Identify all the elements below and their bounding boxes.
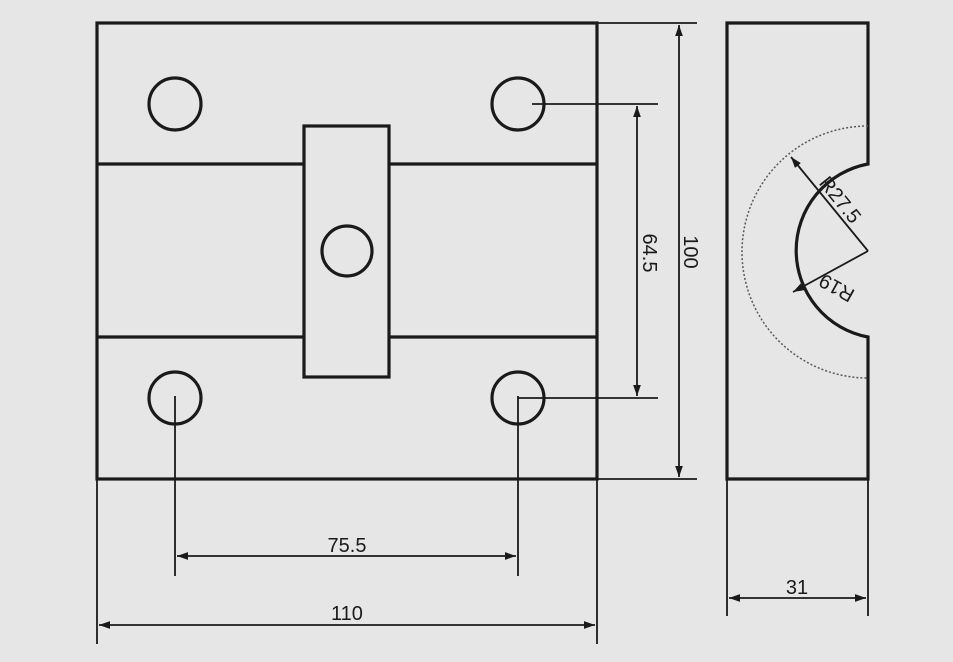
center-block [302, 124, 391, 379]
side-view-outline [725, 21, 870, 481]
dimension-label: 100 [679, 235, 701, 268]
radius-r27-5: R27.5 [790, 156, 869, 252]
radius-label: R27.5 [814, 173, 865, 228]
dimension-label: 75.5 [328, 535, 367, 557]
dimension-110: 110 [96, 479, 598, 644]
hole-top-left [147, 76, 203, 132]
hidden-outer-arc [741, 125, 869, 379]
dimension-label: 110 [331, 603, 363, 625]
front-view [95, 21, 599, 481]
dimension-label: 31 [786, 577, 808, 599]
leader-line [792, 250, 869, 293]
dimension-100: 100 [597, 22, 701, 480]
dimension-75-5: 75.5 [174, 396, 519, 576]
center-hole [320, 224, 374, 278]
front-view-outline [95, 21, 599, 481]
dimension-64-5: 64.5 [518, 103, 660, 399]
dimension-label: 64.5 [638, 234, 660, 273]
radius-r19: R19 [792, 250, 869, 306]
leader-line [790, 156, 869, 252]
dimension-31: 31 [726, 479, 869, 616]
side-view [725, 21, 870, 481]
radius-label: R19 [816, 269, 859, 306]
